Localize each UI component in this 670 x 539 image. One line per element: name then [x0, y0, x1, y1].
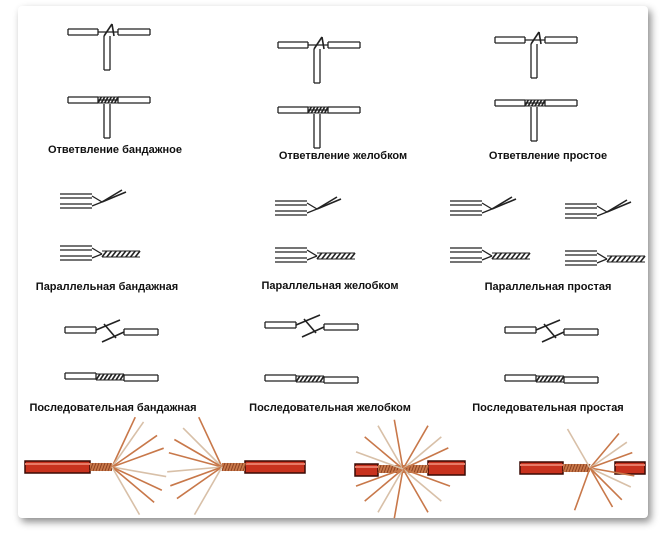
label-serial-groove: Последовательная желобком — [249, 402, 411, 414]
serial-groove-step2 — [264, 374, 359, 384]
label-serial-simple: Последовательная простая — [472, 402, 624, 414]
label-branch-bandage: Ответвление бандажное — [47, 144, 183, 156]
diagram-card — [18, 6, 648, 518]
parallel-simple-step2b — [565, 250, 646, 266]
branch-groove-step1 — [277, 36, 361, 84]
parallel-bandage-step2 — [60, 245, 141, 261]
photo-serial-groove — [354, 419, 466, 519]
parallel-groove-step2 — [275, 247, 356, 263]
serial-bandage-step1 — [64, 319, 159, 343]
parallel-simple-step1b — [565, 199, 632, 219]
label-parallel-simple: Параллельная простая — [484, 281, 612, 293]
serial-simple-step1 — [504, 319, 599, 343]
photo-serial-bandage-left — [24, 416, 167, 516]
serial-bandage-step2 — [64, 372, 159, 382]
branch-bandage-step2 — [67, 96, 151, 139]
label-branch-simple: Ответвление простое — [488, 150, 608, 162]
label-serial-bandage: Последовательная бандажная — [29, 402, 197, 414]
serial-simple-step2 — [504, 374, 599, 384]
parallel-simple-step2 — [450, 247, 531, 263]
parallel-bandage-step1 — [60, 189, 127, 209]
serial-groove-step1 — [264, 314, 359, 338]
parallel-simple-step1 — [450, 196, 517, 216]
branch-simple-step2 — [494, 99, 578, 142]
label-branch-groove: Ответвление желобком — [278, 150, 408, 162]
photo-serial-bandage-right — [167, 416, 306, 516]
parallel-groove-step1 — [275, 196, 342, 216]
branch-groove-step2 — [277, 106, 361, 149]
photo-serial-simple — [519, 428, 646, 511]
label-parallel-groove: Параллельная желобком — [261, 280, 399, 292]
branch-bandage-step1 — [67, 23, 151, 71]
branch-simple-step1 — [494, 31, 578, 79]
label-parallel-bandage: Параллельная бандажная — [35, 281, 179, 293]
